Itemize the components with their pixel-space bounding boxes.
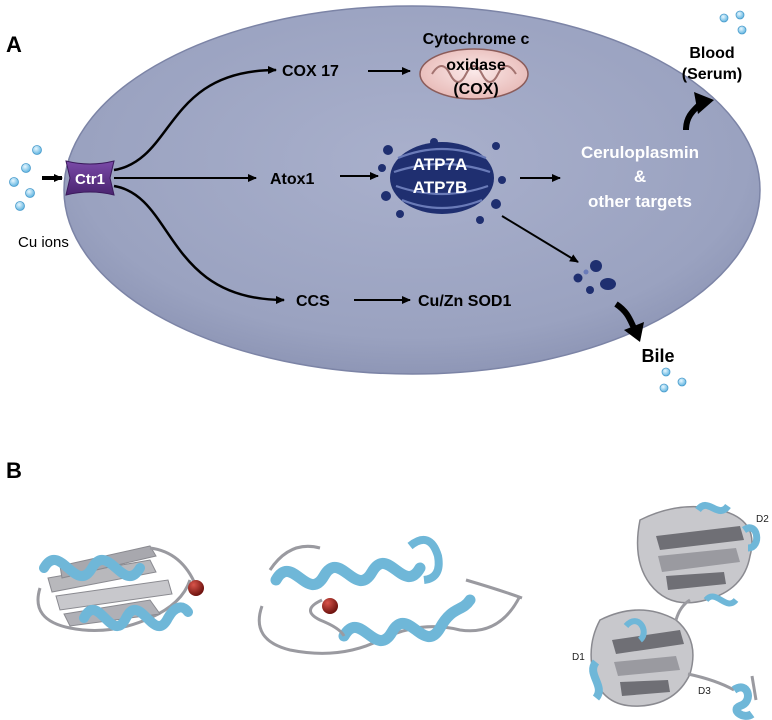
blood-arrow [683,92,714,131]
copper-ions-extracellular [9,145,42,211]
protein-structure-atox1 [36,545,204,632]
arrow-atp7-vesicles [501,215,579,263]
atp7b-label: ATP7B [413,178,467,197]
mitochondrion-icon [419,48,529,100]
bile-arrow [614,301,644,342]
domain-label-d2: D2 [756,514,769,525]
atox1-label: Atox1 [270,171,315,188]
blood-line-2: (Serum) [682,66,742,83]
cox17-label: COX 17 [282,63,339,80]
cox-line-2: oxidase [446,57,506,74]
ctr1-label: Ctr1 [75,171,105,188]
protein-structure-multidomain [589,502,761,720]
cox-line-3: (COX) [453,81,498,98]
atp7a-label: ATP7A [413,155,467,174]
copper-ions-blood [719,10,747,35]
golgi-atp7-icon [378,138,506,224]
domain-label-d1: D1 [572,652,585,663]
copper-ions-bile [659,367,687,393]
ceruloplasmin-line-1: Ceruloplasmin [581,143,699,162]
panel-label-b: B [6,458,22,483]
cu-ions-label: Cu ions [18,234,69,251]
domain-label-d3: D3 [698,686,711,697]
ceruloplasmin-line-3: other targets [588,192,692,211]
arrow-ctr1-cox17 [113,66,277,172]
ceruloplasmin-line-2: & [634,167,646,186]
vesicles-icon [573,260,616,294]
protein-structure-cox17 [257,535,523,655]
sod1-label: Cu/Zn SOD1 [418,293,511,310]
ctr1-transporter: Ctr1 [65,160,115,196]
bile-label: Bile [641,346,674,366]
blood-line-1: Blood [689,45,734,62]
ccs-label: CCS [296,293,330,310]
arrow-ctr1-ccs [113,184,285,304]
panel-label-a: A [6,32,22,57]
cox-line-1: Cytochrome c [423,31,530,48]
